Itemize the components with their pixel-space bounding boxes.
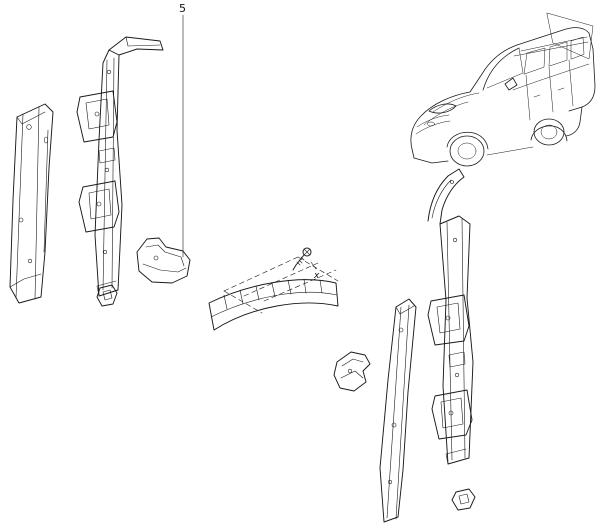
part-clip-right bbox=[451, 488, 476, 511]
part-pillar-outer-left bbox=[9, 103, 54, 304]
part-pillar-inner-right bbox=[379, 298, 417, 523]
vehicle-highlight-hatch bbox=[546, 12, 594, 60]
callout-5: 5 bbox=[179, 2, 186, 258]
part-clip-left bbox=[96, 284, 118, 307]
fastener-x-label: x bbox=[313, 271, 320, 281]
part-bracket-center bbox=[333, 351, 371, 392]
vehicle-thumbnail bbox=[410, 12, 596, 167]
fastener-screw: x bbox=[292, 247, 320, 281]
part-bracket-left bbox=[136, 237, 191, 284]
part-pillar-assembly-right bbox=[427, 168, 474, 465]
part-rail-center bbox=[208, 256, 339, 331]
callout-5-label[interactable]: 5 bbox=[179, 2, 186, 15]
part-pillar-assembly-left bbox=[76, 36, 164, 297]
